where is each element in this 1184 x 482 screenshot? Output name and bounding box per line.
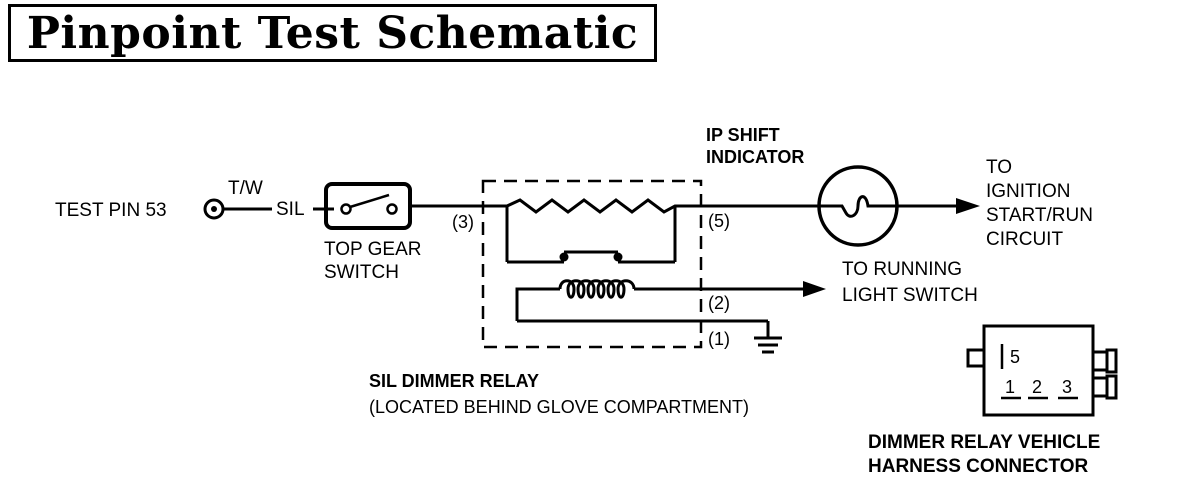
to-ignition-line-3: START/RUN	[986, 205, 1093, 226]
top-gear-switch-line-1: TOP GEAR	[324, 239, 422, 260]
connector-pin-2: 2	[1032, 377, 1043, 397]
ip-shift-indicator-label: IP SHIFT INDICATOR	[706, 124, 804, 168]
top-gear-switch-label: TOP GEAR SWITCH	[324, 238, 422, 284]
relay-resistor	[500, 198, 682, 214]
connector-pin-1: 1	[1005, 377, 1016, 397]
page-title: Pinpoint Test Schematic	[8, 4, 657, 62]
circuit-label: SIL	[276, 199, 305, 220]
pin-5-label: (5)	[708, 211, 730, 231]
to-ignition-line-2: IGNITION	[986, 181, 1071, 202]
relay-contact-right	[613, 252, 623, 262]
connector-pin-3: 3	[1062, 377, 1073, 397]
to-ignition-label: TO IGNITION START/RUN CIRCUIT	[986, 156, 1093, 252]
test-pin-terminal	[203, 198, 225, 220]
relay-location-label: (LOCATED BEHIND GLOVE COMPARTMENT)	[369, 397, 750, 417]
to-running-light-line-1: TO RUNNING	[842, 259, 962, 280]
relay-coil	[558, 279, 636, 299]
relay-contact-left	[559, 252, 569, 262]
to-running-light-label: TO RUNNING LIGHT SWITCH	[842, 257, 978, 309]
relay-name-label: SIL DIMMER RELAY	[369, 371, 540, 391]
arrow-to-ignition	[956, 198, 980, 214]
top-gear-switch	[324, 182, 412, 230]
top-gear-switch-line-2: SWITCH	[324, 262, 399, 283]
connector-name-label: DIMMER RELAY VEHICLE HARNESS CONNECTOR	[868, 431, 1100, 479]
to-running-light-line-2: LIGHT SWITCH	[842, 285, 978, 306]
connector-name-line-2: HARNESS CONNECTOR	[868, 456, 1089, 477]
connector-pin-5: 5	[1010, 347, 1021, 367]
harness-connector	[966, 324, 1118, 417]
ground-symbol	[754, 321, 782, 354]
wire-color-label: T/W	[228, 178, 263, 199]
arrow-running-light	[803, 281, 826, 297]
test-pin-label: TEST PIN 53	[55, 200, 167, 221]
pin-3-label: (3)	[452, 212, 474, 232]
to-ignition-line-1: TO	[986, 157, 1013, 178]
dimmer-relay	[481, 179, 805, 349]
to-ignition-line-4: CIRCUIT	[986, 229, 1064, 250]
ip-shift-indicator-line-1: IP SHIFT	[706, 125, 780, 145]
pin-1-label: (1)	[708, 329, 730, 349]
connector-name-line-1: DIMMER RELAY VEHICLE	[868, 432, 1101, 453]
ip-shift-indicator-line-2: INDICATOR	[706, 147, 805, 167]
pin-2-label: (2)	[708, 293, 730, 313]
shift-indicator-lamp	[817, 165, 899, 247]
